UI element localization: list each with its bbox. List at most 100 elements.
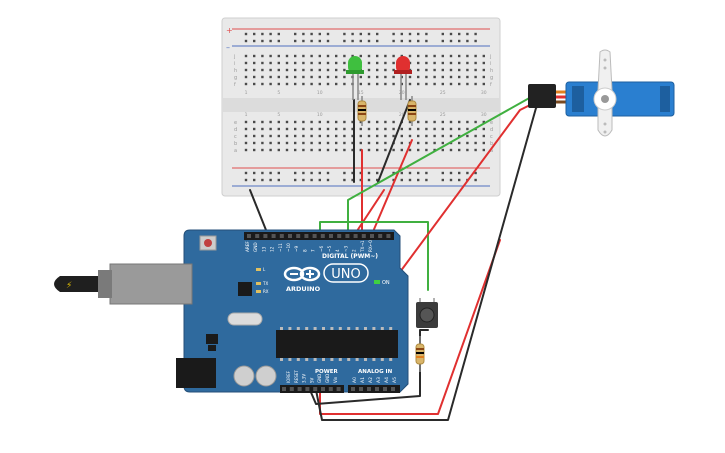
- breadboard-hole[interactable]: [335, 75, 338, 79]
- breadboard-hole[interactable]: [482, 148, 485, 152]
- rail-hole[interactable]: [408, 32, 412, 36]
- rail-hole[interactable]: [417, 171, 420, 175]
- breadboard-hole[interactable]: [376, 68, 379, 72]
- rail-hole[interactable]: [425, 178, 428, 182]
- breadboard-hole[interactable]: [318, 68, 321, 72]
- push-button[interactable]: [416, 298, 438, 328]
- breadboard-hole[interactable]: [294, 68, 297, 72]
- breadboard-hole[interactable]: [318, 61, 321, 65]
- breadboard-hole[interactable]: [449, 148, 453, 152]
- breadboard-hole[interactable]: [482, 141, 485, 145]
- breadboard-hole[interactable]: [449, 75, 453, 79]
- breadboard-hole[interactable]: [441, 120, 444, 124]
- breadboard-hole[interactable]: [351, 54, 354, 58]
- breadboard-hole[interactable]: [376, 148, 379, 152]
- breadboard-hole[interactable]: [408, 127, 412, 131]
- breadboard-hole[interactable]: [294, 75, 297, 79]
- breadboard-hole[interactable]: [433, 82, 436, 86]
- breadboard-hole[interactable]: [261, 120, 264, 124]
- rail-hole[interactable]: [367, 178, 371, 182]
- rail-hole[interactable]: [466, 171, 469, 175]
- breadboard-hole[interactable]: [482, 120, 485, 124]
- breadboard-hole[interactable]: [244, 61, 248, 65]
- rail-hole[interactable]: [253, 178, 256, 182]
- breadboard-hole[interactable]: [482, 61, 485, 65]
- breadboard-hole[interactable]: [466, 141, 469, 145]
- rail-hole[interactable]: [474, 39, 477, 43]
- rail-hole[interactable]: [367, 171, 371, 175]
- breadboard-hole[interactable]: [458, 120, 461, 124]
- rail-hole[interactable]: [326, 178, 330, 182]
- rail-hole[interactable]: [326, 171, 330, 175]
- breadboard-hole[interactable]: [449, 54, 453, 58]
- breadboard-hole[interactable]: [367, 54, 371, 58]
- breadboard-hole[interactable]: [351, 148, 354, 152]
- rail-hole[interactable]: [277, 32, 280, 36]
- rail-hole[interactable]: [351, 178, 354, 182]
- breadboard-hole[interactable]: [294, 54, 297, 58]
- breadboard-hole[interactable]: [326, 82, 330, 86]
- rail-hole[interactable]: [244, 39, 248, 43]
- arduino-uno-board[interactable]: ⚡ UNO ARDUINO DIGITAL (: [54, 229, 409, 393]
- header-pin[interactable]: [391, 387, 395, 391]
- reset-button[interactable]: [204, 239, 212, 247]
- breadboard-hole[interactable]: [474, 82, 477, 86]
- breadboard-hole[interactable]: [285, 75, 289, 79]
- breadboard-hole[interactable]: [253, 127, 256, 131]
- breadboard-hole[interactable]: [302, 134, 305, 138]
- breadboard-hole[interactable]: [302, 75, 305, 79]
- breadboard-hole[interactable]: [417, 61, 420, 65]
- breadboard-hole[interactable]: [425, 61, 428, 65]
- breadboard-hole[interactable]: [302, 148, 305, 152]
- breadboard-hole[interactable]: [261, 68, 264, 72]
- rail-hole[interactable]: [474, 32, 477, 36]
- rail-hole[interactable]: [343, 171, 346, 175]
- breadboard-hole[interactable]: [466, 82, 469, 86]
- breadboard-hole[interactable]: [433, 127, 436, 131]
- breadboard-hole[interactable]: [277, 82, 280, 86]
- breadboard-hole[interactable]: [269, 148, 272, 152]
- breadboard-hole[interactable]: [343, 127, 346, 131]
- rail-hole[interactable]: [417, 39, 420, 43]
- breadboard-hole[interactable]: [269, 120, 272, 124]
- rail-hole[interactable]: [294, 32, 297, 36]
- breadboard-hole[interactable]: [482, 82, 485, 86]
- breadboard-hole[interactable]: [253, 68, 256, 72]
- rail-hole[interactable]: [326, 32, 330, 36]
- header-pin[interactable]: [370, 234, 374, 238]
- breadboard-hole[interactable]: [318, 82, 321, 86]
- breadboard-hole[interactable]: [449, 120, 453, 124]
- rail-hole[interactable]: [425, 171, 428, 175]
- breadboard-hole[interactable]: [302, 82, 305, 86]
- breadboard-hole[interactable]: [310, 75, 313, 79]
- breadboard-hole[interactable]: [261, 134, 264, 138]
- breadboard-hole[interactable]: [261, 127, 264, 131]
- breadboard-hole[interactable]: [433, 141, 436, 145]
- breadboard-hole[interactable]: [441, 54, 444, 58]
- rail-hole[interactable]: [244, 171, 248, 175]
- breadboard-hole[interactable]: [285, 141, 289, 145]
- wire-black-led-red[interactable]: [377, 99, 411, 183]
- breadboard-hole[interactable]: [441, 134, 444, 138]
- breadboard-hole[interactable]: [441, 61, 444, 65]
- rail-hole[interactable]: [400, 178, 403, 182]
- breadboard-hole[interactable]: [392, 54, 395, 58]
- breadboard-hole[interactable]: [466, 61, 469, 65]
- breadboard-hole[interactable]: [425, 127, 428, 131]
- breadboard-hole[interactable]: [458, 75, 461, 79]
- breadboard-hole[interactable]: [417, 141, 420, 145]
- breadboard-hole[interactable]: [408, 54, 412, 58]
- breadboard-hole[interactable]: [343, 134, 346, 138]
- breadboard-hole[interactable]: [433, 120, 436, 124]
- breadboard-hole[interactable]: [384, 61, 387, 65]
- header-pin[interactable]: [386, 234, 391, 238]
- breadboard-hole[interactable]: [474, 120, 477, 124]
- rail-hole[interactable]: [269, 171, 272, 175]
- breadboard-hole[interactable]: [269, 134, 272, 138]
- breadboard-hole[interactable]: [310, 68, 313, 72]
- breadboard-hole[interactable]: [433, 54, 436, 58]
- rail-hole[interactable]: [392, 39, 395, 43]
- rail-hole[interactable]: [351, 171, 354, 175]
- breadboard-hole[interactable]: [466, 134, 469, 138]
- breadboard-hole[interactable]: [466, 54, 469, 58]
